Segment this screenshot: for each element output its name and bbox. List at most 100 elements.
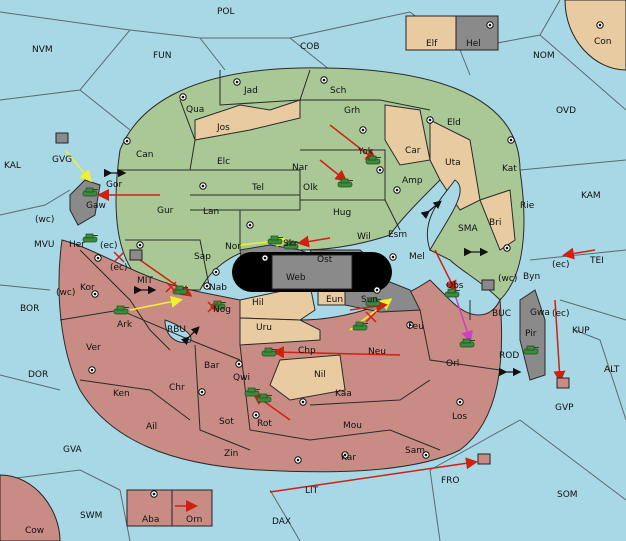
pink-label: Sam xyxy=(405,446,425,456)
arrow-red xyxy=(434,249,457,293)
army-unit-icon xyxy=(337,178,353,188)
pink-label: Kor xyxy=(80,283,95,293)
pink-label: Ark xyxy=(117,320,133,330)
supply-center-dot xyxy=(152,492,156,496)
army-unit-icon xyxy=(82,187,98,197)
pink-label: Sot xyxy=(219,417,234,427)
green-label: Gaw xyxy=(86,201,106,211)
sea-label: KAL xyxy=(4,161,21,171)
green-label: Tel xyxy=(251,183,264,193)
sea-label: MVU xyxy=(34,240,55,250)
green-label: Yok xyxy=(357,147,374,157)
arrow-red xyxy=(329,124,378,162)
sea-label: OVD xyxy=(556,106,576,116)
army-unit-icon xyxy=(244,387,260,397)
fleet-icon xyxy=(481,279,495,291)
supply-center-dot xyxy=(235,80,239,84)
arrow-red xyxy=(562,247,596,260)
prov-jos xyxy=(194,99,301,141)
tan-label: Eun xyxy=(326,295,343,305)
pink-label: Cow xyxy=(25,526,44,536)
supply-center-dot xyxy=(248,223,252,227)
sea-tag: (wc) xyxy=(35,215,54,225)
green-label: Rie xyxy=(520,201,535,211)
army-unit-icon xyxy=(82,233,98,243)
green-label: Obs xyxy=(446,281,464,291)
pink-label: Rot xyxy=(257,419,272,429)
green-label: Sch xyxy=(330,86,346,96)
prov-nil xyxy=(269,354,346,401)
pink-label: Her xyxy=(69,240,85,250)
sea-label: NOM xyxy=(533,51,555,61)
green-label: Mel xyxy=(409,252,425,262)
pink-label: Sun xyxy=(361,295,378,305)
sea-label: NVM xyxy=(32,45,53,55)
supply-center-dot xyxy=(458,400,462,404)
supply-center-dot xyxy=(505,246,509,250)
pink-label: Bar xyxy=(204,361,220,371)
pink-label: Chr xyxy=(169,383,185,393)
supply-center-dot xyxy=(301,400,305,404)
fleet-icon xyxy=(129,249,143,261)
prov-aba xyxy=(126,489,173,527)
arrow-magenta xyxy=(454,294,473,343)
green-label: Eld xyxy=(447,118,461,128)
green-label: Jad xyxy=(243,86,258,96)
sea-label: RBU xyxy=(167,325,186,335)
green-label: Qua xyxy=(186,105,204,115)
supply-center-dot xyxy=(214,270,218,274)
supply-center-dot xyxy=(378,168,382,172)
arrow-red xyxy=(269,457,478,493)
sea-label: GVG xyxy=(52,155,72,165)
prov-rie-tan xyxy=(479,189,516,251)
sea-tag: (ec) xyxy=(110,263,128,273)
lake-island xyxy=(271,254,353,290)
sea-label: FRO xyxy=(441,476,460,486)
pink-label: Qwi xyxy=(233,373,250,383)
sea-label: ROD xyxy=(499,351,519,361)
supply-center-dot xyxy=(296,458,300,462)
supply-center-dot xyxy=(488,23,492,27)
sea-label: BUC xyxy=(492,309,511,319)
supply-center-dot xyxy=(254,413,258,417)
fleet-icon xyxy=(477,453,491,465)
army-unit-icon xyxy=(365,155,381,165)
green-label: Hug xyxy=(333,208,351,218)
tan-label: Hel xyxy=(466,39,481,49)
supply-center-dot xyxy=(343,453,347,457)
sea-label: BOR xyxy=(20,304,39,314)
supply-centers xyxy=(88,21,604,498)
province-borders xyxy=(59,69,501,451)
green-label: Car xyxy=(405,146,421,156)
supply-center-dot xyxy=(96,256,100,260)
supply-center-dot xyxy=(322,78,326,82)
prov-pir xyxy=(519,289,546,381)
sea-label: DOR xyxy=(28,370,48,380)
tan-label: Con xyxy=(594,37,612,47)
green-label: Web xyxy=(286,273,306,283)
arrow-yellow xyxy=(64,149,92,183)
sea-label: KUP xyxy=(572,326,590,336)
supply-center-dot xyxy=(263,256,267,260)
supply-center-dot xyxy=(90,368,94,372)
pink-label: Orl xyxy=(446,359,459,369)
dislodge-marks xyxy=(113,251,377,323)
green-label: Bri xyxy=(489,218,501,228)
sea-label: GVP xyxy=(555,403,574,413)
green-label: Elc xyxy=(217,157,230,167)
army-unit-icon xyxy=(256,393,272,403)
supply-center-dot xyxy=(375,288,379,292)
army-unit-icon xyxy=(352,321,368,331)
green-label: Olk xyxy=(303,183,319,193)
sea-label: SMA xyxy=(458,224,478,234)
pink-label: Chp xyxy=(298,346,316,356)
army-unit-icon xyxy=(172,285,188,295)
connectors xyxy=(104,168,522,377)
sea-label: SOM xyxy=(557,490,578,500)
sea-label: COB xyxy=(300,42,320,52)
pink-label: Kaa xyxy=(335,389,352,399)
pink-label: Ail xyxy=(146,422,157,432)
supply-center-dot xyxy=(408,323,412,327)
